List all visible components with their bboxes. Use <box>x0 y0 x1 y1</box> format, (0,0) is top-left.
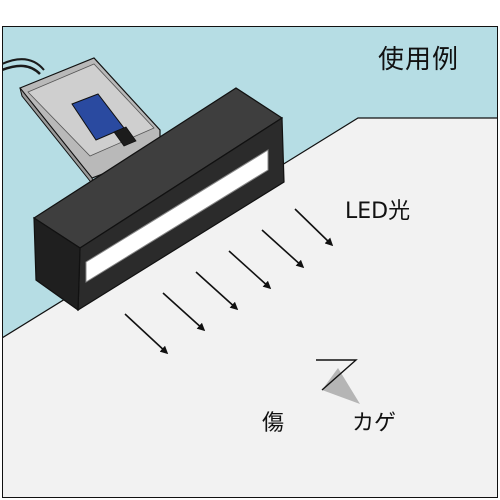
illustration-frame <box>2 26 498 498</box>
led-light-label: LED光 <box>345 199 411 224</box>
light-ray-arrow <box>294 208 334 247</box>
power-cord-inner <box>2 58 45 71</box>
page-title: 使用例 <box>378 45 460 75</box>
light-ray-arrow <box>162 292 206 332</box>
light-ray-arrow <box>195 271 239 311</box>
power-cord <box>2 64 41 75</box>
power-switch <box>113 126 137 147</box>
light-ray-arrow <box>261 229 305 269</box>
scratch-mark <box>316 359 358 391</box>
inspected-surface <box>2 117 498 498</box>
scratch-shadow <box>322 368 360 404</box>
light-ray-arrow <box>124 313 169 355</box>
shadow-label: カゲ <box>352 411 397 436</box>
usage-illustration <box>2 26 498 498</box>
light-rays <box>124 208 334 355</box>
led-emitter-strip <box>85 149 269 283</box>
light-ray-arrow <box>228 250 272 290</box>
scratch-label: 傷 <box>262 411 285 436</box>
frame-border <box>2 26 498 498</box>
